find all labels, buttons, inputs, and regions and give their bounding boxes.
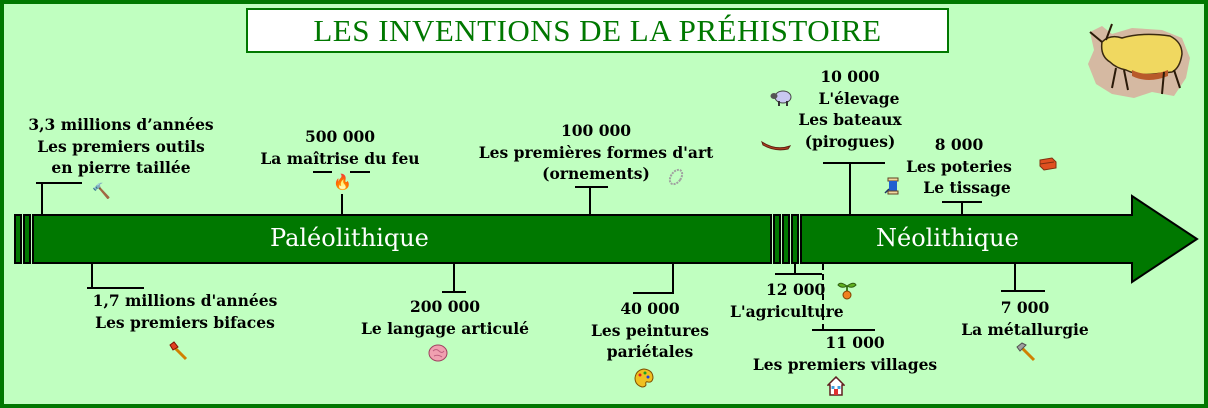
paleolithic-bar: [32, 214, 772, 264]
event-text: Le langage articulé: [360, 318, 530, 338]
event-agriculture: 12 000 L'agriculture: [724, 279, 874, 322]
event-text: La métallurgie: [961, 319, 1089, 339]
event-villages: 11 000 Les premiers villages: [732, 332, 958, 375]
event-date: 3,3 millions d’années: [28, 115, 214, 134]
event-date: 500 000: [304, 127, 376, 146]
sprout-icon: [837, 282, 857, 300]
event-date: 11 000: [825, 333, 885, 352]
event-date: 100 000: [560, 121, 632, 140]
event-date: 1,7 millions d'années: [92, 291, 278, 310]
tick-bar: [812, 329, 875, 331]
event-date: 10 000: [820, 67, 880, 86]
tick-bar: [313, 171, 332, 173]
event-text: La maîtrise du feu: [260, 148, 420, 168]
tick-bar: [442, 291, 466, 293]
event-livestock-boats: 10 000 L'élevage Les bateaux (pirogues): [770, 66, 930, 152]
tick-bar: [1001, 290, 1045, 292]
event-text: Les premières formes d'art: [478, 142, 714, 162]
event-date: 7 000: [1000, 298, 1050, 317]
break-stripe: [14, 214, 22, 264]
event-fire: 500 000 La maîtrise du feu: [230, 126, 450, 169]
fire-icon: 🔥: [333, 173, 352, 191]
event-text: Les bateaux: [798, 110, 902, 129]
hammer-icon: 🔨: [92, 182, 111, 200]
tick-bar: [87, 287, 144, 289]
event-text: Les poteries: [906, 156, 1012, 176]
event-date: 12 000: [766, 280, 826, 299]
tick-stem: [453, 264, 455, 292]
sheep-icon: [770, 90, 792, 106]
event-pottery-weaving: 8 000 Les poteries Le tissage: [900, 134, 1018, 199]
necklace-icon: [668, 168, 684, 186]
era-label-neolithic: Néolithique: [876, 224, 1019, 252]
house-icon: [827, 376, 845, 396]
tick-stem: [91, 264, 93, 288]
event-text: (pirogues): [804, 131, 896, 151]
axe-icon: [169, 341, 188, 361]
event-art: 100 000 Les premières formes d'art (orne…: [456, 120, 736, 185]
event-date: 200 000: [409, 297, 481, 316]
event-bifaces: 1,7 millions d'années Les premiers bifac…: [74, 290, 296, 333]
event-stone-tools: 3,3 millions d’années Les premiers outil…: [6, 114, 236, 179]
tick-stem: [672, 264, 674, 294]
event-text: en pierre taillée: [51, 158, 191, 177]
event-text: L'agriculture: [730, 301, 844, 321]
event-date: 8 000: [934, 135, 984, 154]
brain-icon: [428, 344, 448, 362]
break-stripe: [23, 214, 31, 264]
era-label-paleolithic: Paléolithique: [270, 224, 429, 252]
neolithic-arrow: [800, 194, 1199, 284]
event-language: 200 000 Le langage articulé: [340, 296, 550, 339]
tick-stem: [794, 264, 796, 273]
event-cave-paintings: 40 000 Les peintures pariétales: [570, 298, 730, 363]
event-text: Les peintures: [591, 320, 709, 340]
tick-stem: [589, 186, 591, 214]
break-stripe: [782, 214, 790, 264]
tick-bar: [633, 292, 674, 294]
hammer-icon: [1016, 342, 1036, 362]
tick-bar: [350, 171, 370, 173]
event-text: L'élevage: [818, 88, 900, 108]
canoe-icon: [761, 140, 791, 151]
break-stripe: [791, 214, 799, 264]
event-date: 40 000: [620, 299, 680, 318]
brick-icon: [1039, 157, 1057, 171]
event-text: Les premiers outils: [37, 136, 205, 156]
event-text: pariétales: [606, 342, 694, 361]
palette-icon: [634, 368, 654, 388]
tick-bar: [575, 186, 608, 188]
event-text: (ornements): [542, 164, 650, 183]
break-stripe: [773, 214, 781, 264]
event-text: Les premiers bifaces: [95, 312, 275, 332]
tick-stem: [41, 182, 43, 214]
tick-stem: [849, 162, 851, 214]
event-metallurgy: 7 000 La métallurgie: [940, 297, 1110, 340]
page-title: LES INVENTIONS DE LA PRÉHISTOIRE: [246, 8, 949, 53]
event-text: Le tissage: [923, 178, 1011, 197]
event-text: Les premiers villages: [752, 354, 938, 374]
tick-bar: [36, 182, 82, 184]
tick-bar: [775, 273, 822, 275]
tick-bar: [823, 162, 885, 164]
tick-stem-dashed: [822, 264, 824, 330]
cave-painting-aurochs-icon: [1088, 23, 1190, 98]
tick-stem: [961, 201, 963, 214]
spool-icon: [884, 177, 899, 195]
tick-stem: [1014, 264, 1016, 291]
tick-stem: [341, 194, 343, 214]
